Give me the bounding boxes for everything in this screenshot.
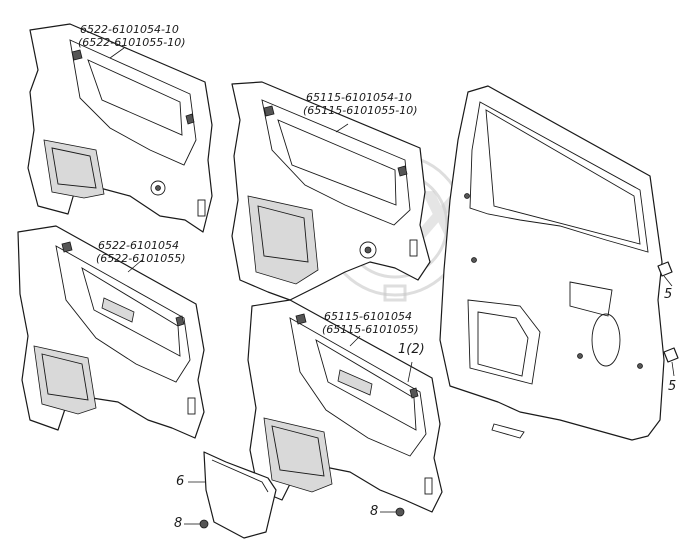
panel-d-code: 65115-6101054 [324,310,412,323]
panel-b-code: 65115-6101054-10 [306,91,412,104]
callout-item-6: 6 [176,474,185,489]
clip-icon-lower [663,347,679,363]
door-panel-c [17,225,205,439]
callout-item-5-lower: 5 [668,379,677,394]
panel-a-code: 6522-6101054-10 [80,23,179,36]
callout-item-1: 1(2) [398,342,425,357]
panel-a-alt-code: (6522-6101055-10) [78,36,186,49]
panel-c-code: 6522-6101054 [98,239,179,252]
door-panel-b [231,81,431,301]
door-panel-a [27,23,213,233]
pocket-cover-item-6 [203,451,277,539]
callout-item-8-left: 8 [174,516,183,531]
panel-d-alt-code: (65115-6101055) [322,323,419,336]
panel-c-alt-code: (6522-6101055) [96,252,186,265]
screw-icon-left [199,519,209,529]
door-panel-d [247,299,443,513]
panel-b-alt-code: (65115-6101055-10) [303,104,418,117]
callout-item-5-upper: 5 [664,287,673,302]
callout-item-8-right: 8 [370,504,379,519]
screw-icon-right [395,507,405,517]
door-frame [439,85,665,441]
leader-lines [109,47,675,525]
clip-icon-upper [657,261,673,277]
